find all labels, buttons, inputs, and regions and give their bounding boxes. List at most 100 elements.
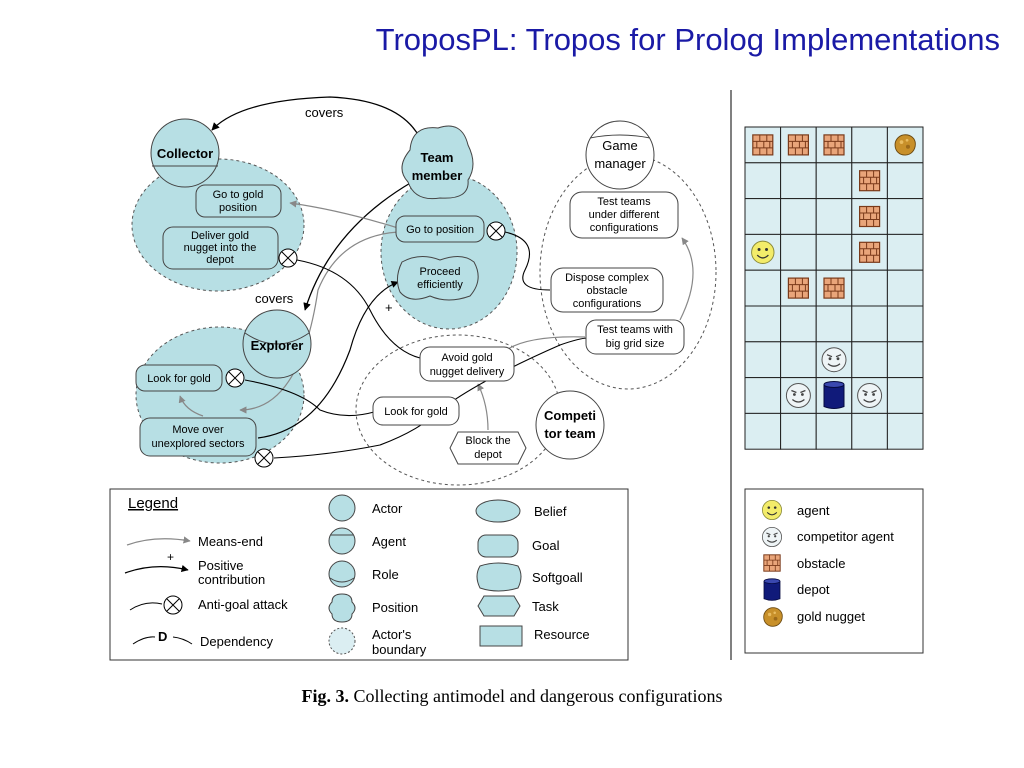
covers-left-link xyxy=(303,181,413,311)
grid-cell xyxy=(780,198,817,235)
grid-cell xyxy=(744,269,782,307)
grid-legend-gold: gold nugget xyxy=(797,609,865,624)
svg-text:Block the: Block the xyxy=(465,435,510,447)
covers-top-link xyxy=(211,96,421,139)
grid-cell xyxy=(815,162,853,200)
svg-text:configurations: configurations xyxy=(573,298,642,310)
legend-dependency: Dependency xyxy=(200,634,273,649)
legend-competitor-icon xyxy=(761,526,783,548)
grid-legend-competitor: competitor agent xyxy=(797,529,894,544)
svg-text:Game: Game xyxy=(602,138,637,153)
legend-agent-icon xyxy=(761,499,783,521)
svg-text:Test teams: Test teams xyxy=(597,196,651,208)
task-block-depot: Block the depot xyxy=(449,431,527,465)
svg-text:Go to gold: Go to gold xyxy=(213,189,264,201)
svg-text:depot: depot xyxy=(474,449,502,461)
legend-agent: Agent xyxy=(372,534,406,549)
legend-role-shape xyxy=(328,560,356,588)
svg-text:nugget into the: nugget into the xyxy=(184,242,257,254)
svg-text:tor team: tor team xyxy=(544,426,595,441)
grid-cell xyxy=(851,269,888,307)
legend-gold-icon xyxy=(763,607,783,627)
softgoal-proceed: Proceed efficiently xyxy=(396,256,479,301)
grid-cell xyxy=(780,126,817,164)
caption-text: Collecting antimodel and dangerous confi… xyxy=(353,686,723,706)
grid-cell xyxy=(744,162,782,200)
legend-goal: Goal xyxy=(532,538,560,553)
grid-cell xyxy=(780,412,817,450)
team-member-actor: Team member xyxy=(401,125,474,200)
figure-caption: Fig. 3. Collecting antimodel and dangero… xyxy=(0,686,1024,707)
grid-cell xyxy=(744,305,782,343)
positive-sign: + xyxy=(385,300,393,315)
caption-label: Fig. 3. xyxy=(301,686,350,706)
game-grid xyxy=(744,126,924,450)
gold-nugget-icon xyxy=(894,134,916,156)
obstacle-icon xyxy=(823,277,845,299)
obstacle-icon xyxy=(858,241,881,263)
grid-cell xyxy=(851,305,888,343)
collector-boundary xyxy=(131,158,305,292)
svg-text:Look for gold: Look for gold xyxy=(147,373,211,385)
grid-cell xyxy=(780,341,817,379)
grid-cell xyxy=(780,233,817,271)
svg-text:Explorer: Explorer xyxy=(251,338,304,353)
goal-avoid-gold: Avoid gold nugget delivery xyxy=(419,346,515,382)
legend-positive-2: contribution xyxy=(198,572,265,587)
legend-actor-shape xyxy=(328,494,356,522)
grid-cell xyxy=(886,377,924,414)
means-end-go-gold xyxy=(289,200,399,229)
svg-text:depot: depot xyxy=(206,254,234,266)
means-end-look-explorer xyxy=(178,395,204,417)
competitor-team-actor: Competi tor team xyxy=(535,390,605,460)
grid-cell xyxy=(815,233,853,271)
obstacle-icon xyxy=(752,134,774,156)
legend-means-end: Means-end xyxy=(198,534,263,549)
svg-text:member: member xyxy=(412,168,463,183)
covers-left-label: covers xyxy=(255,291,294,306)
svg-text:Move over: Move over xyxy=(172,424,224,436)
legend-softgoal: Softgoall xyxy=(532,570,583,585)
svg-text:Look for gold: Look for gold xyxy=(384,406,448,418)
goal-go-to-gold: Go to gold position xyxy=(195,184,282,218)
grid-cell xyxy=(744,341,782,379)
collector-actor: Collector xyxy=(150,118,220,188)
agent-icon xyxy=(750,240,775,265)
obstacle-icon xyxy=(858,170,881,192)
game-manager-actor: Game manager xyxy=(585,120,655,190)
legend-position-shape xyxy=(328,593,356,623)
svg-text:obstacle: obstacle xyxy=(587,285,628,297)
means-end-block xyxy=(477,383,489,431)
goal-test-teams-big: Test teams with big grid size xyxy=(585,319,685,355)
grid-cell xyxy=(744,198,782,235)
legend-belief-shape xyxy=(475,499,521,523)
legend-obstacle-icon xyxy=(763,554,781,572)
anti-goal-go-position xyxy=(504,231,551,291)
grid-cell xyxy=(886,162,924,200)
legend-dependency-line xyxy=(132,636,193,645)
legend-position: Position xyxy=(372,600,418,615)
legend-positive-sign: + xyxy=(167,550,174,564)
competitor-agent-icon xyxy=(785,382,812,409)
legend-boundary-2: boundary xyxy=(372,642,427,657)
grid-cell xyxy=(886,233,924,271)
anti-goal-marker-1 xyxy=(278,248,298,268)
legend-anti-goal: Anti-goal attack xyxy=(198,597,288,612)
grid-cell xyxy=(886,269,924,307)
grid-cell xyxy=(886,341,924,379)
legend-means-end-line xyxy=(126,536,191,546)
legend-heading: Legend xyxy=(128,495,178,512)
competitor-agent-icon xyxy=(856,382,883,409)
legend-resource-shape xyxy=(479,625,523,647)
legend-softgoal-shape xyxy=(476,562,522,592)
obstacle-icon xyxy=(823,134,845,156)
grid-cell xyxy=(815,198,853,235)
grid-legend-agent: agent xyxy=(797,503,830,518)
grid-legend-obstacle: obstacle xyxy=(797,556,845,571)
obstacle-icon xyxy=(858,205,881,228)
means-end-test-diff xyxy=(679,237,694,321)
grid-cell xyxy=(851,126,888,164)
positive-contribution xyxy=(257,281,399,439)
goal-move-over: Move over unexplored sectors xyxy=(139,417,257,457)
